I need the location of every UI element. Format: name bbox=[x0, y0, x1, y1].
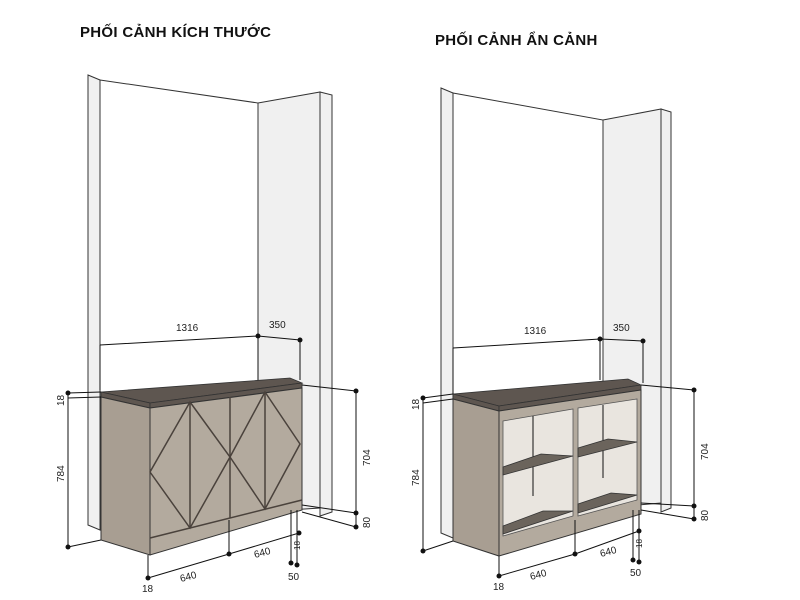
dim-body-height: 704 bbox=[362, 449, 373, 466]
dim-body-height: 704 bbox=[700, 443, 711, 460]
dim-module-right: 640 bbox=[599, 545, 618, 560]
dim-top-thickness: 18 bbox=[411, 398, 422, 410]
dim-height-total: 784 bbox=[411, 469, 422, 486]
cabinet-closed bbox=[100, 377, 304, 556]
dim-module-right: 640 bbox=[253, 546, 272, 561]
dim-depth: 350 bbox=[613, 323, 630, 334]
cabinet-open bbox=[452, 378, 643, 557]
shelf bbox=[502, 453, 574, 476]
view-title-dimensions: PHỐI CẢNH KÍCH THƯỚC bbox=[80, 24, 272, 41]
dimension-lines bbox=[65, 333, 359, 581]
dim-depth: 350 bbox=[269, 320, 286, 331]
dim-width-total: 1316 bbox=[524, 326, 547, 337]
view-hidden: 1316 350 18 784 704 80 640 640 18 18 50 bbox=[411, 87, 711, 593]
diamond-pattern bbox=[149, 400, 231, 530]
view-title-hidden: PHỐI CẢNH ẨN CẢNH bbox=[435, 32, 598, 49]
dim-top-thickness: 18 bbox=[56, 394, 67, 406]
dimension-lines bbox=[420, 336, 697, 579]
dim-height-total: 784 bbox=[56, 465, 67, 482]
compartment-right bbox=[577, 398, 638, 517]
dim-side-left: 18 bbox=[493, 582, 505, 593]
dim-width-total: 1316 bbox=[176, 323, 199, 334]
dim-module-left: 640 bbox=[529, 568, 548, 583]
dim-side-right: 18 bbox=[293, 541, 302, 550]
dim-module-left: 640 bbox=[179, 570, 198, 585]
shelf bbox=[502, 510, 574, 535]
shelf bbox=[577, 438, 638, 458]
compartment-left bbox=[502, 408, 574, 537]
view-dimensions: 1316 350 18 784 704 80 640 640 18 18 50 bbox=[56, 74, 373, 595]
dim-side-right: 18 bbox=[635, 539, 644, 548]
dim-plinth: 80 bbox=[700, 509, 711, 521]
dim-gap: 50 bbox=[288, 572, 300, 583]
dim-gap: 50 bbox=[630, 568, 642, 579]
dim-plinth: 80 bbox=[362, 516, 373, 528]
diamond-pattern bbox=[229, 390, 301, 511]
shelf bbox=[577, 492, 638, 514]
dim-side-left: 18 bbox=[142, 584, 154, 595]
